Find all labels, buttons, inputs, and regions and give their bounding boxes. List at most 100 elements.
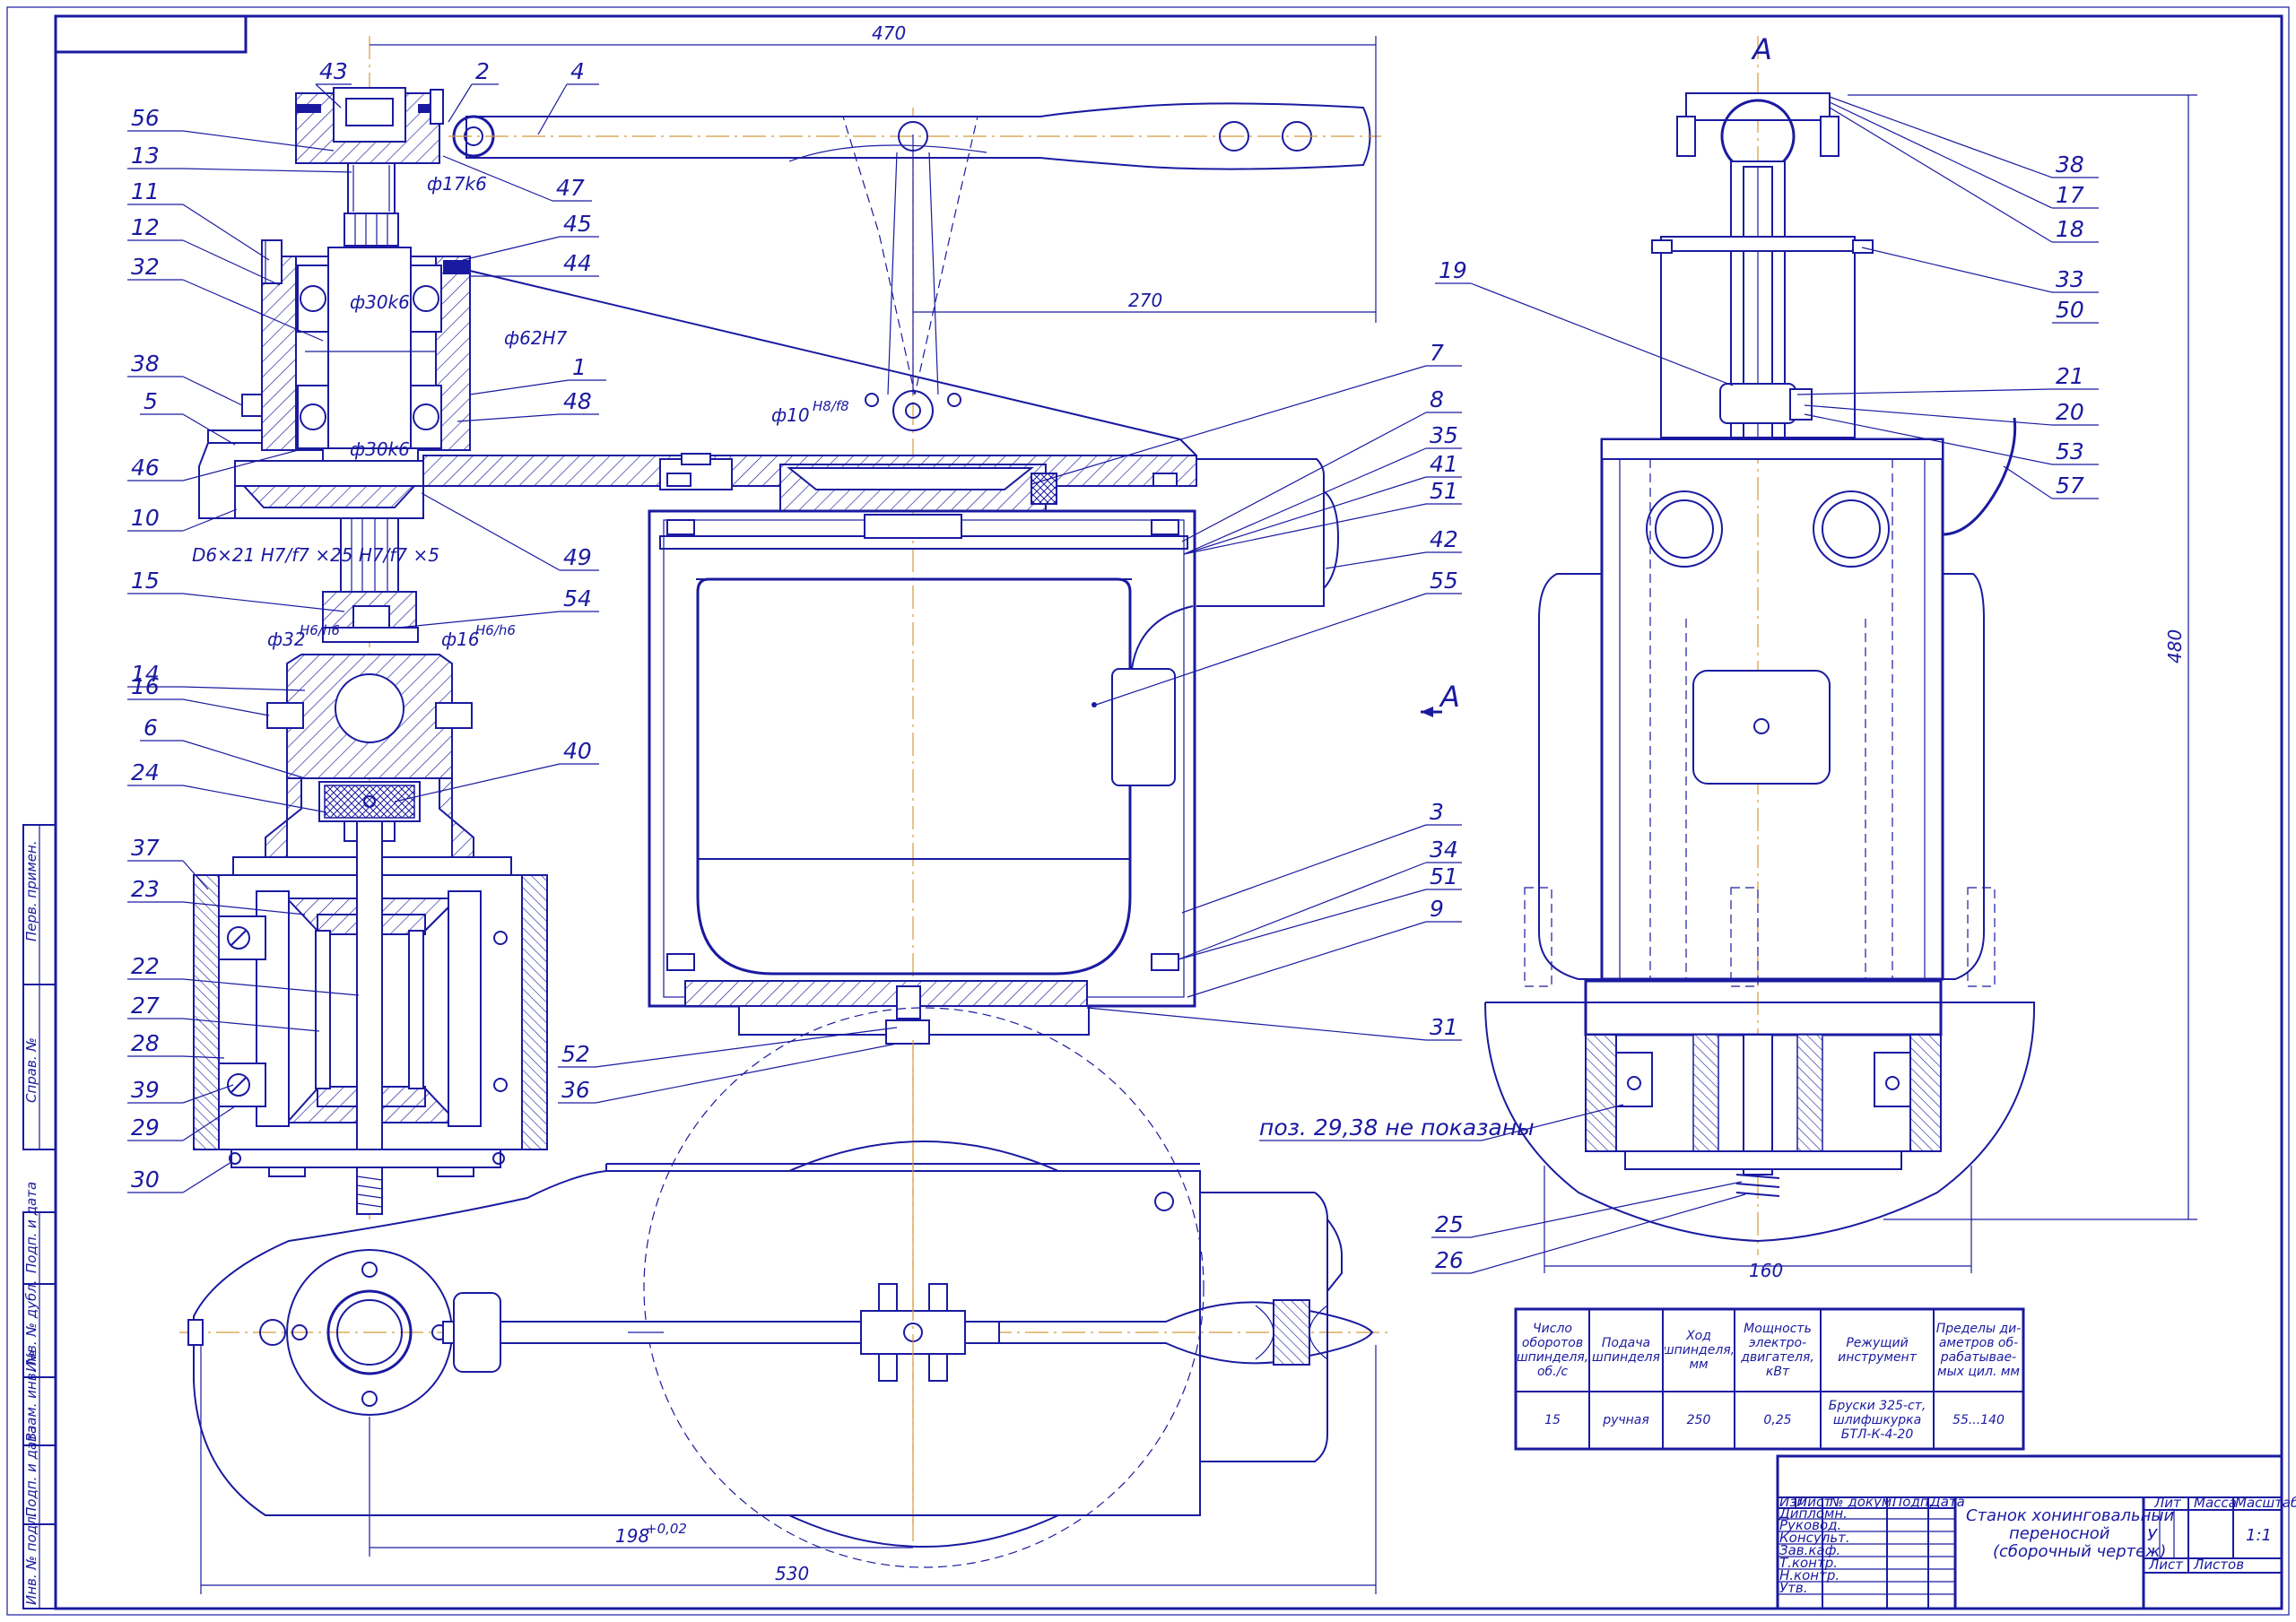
position-callout-top-3: 47 xyxy=(556,175,585,201)
tb-title-2: переносной xyxy=(2009,1524,2110,1543)
tb-col-sign: Подп. xyxy=(1892,1494,1933,1510)
callout-leader xyxy=(182,130,335,152)
position-callout-middle-1: 8 xyxy=(1430,386,1444,412)
callout-leader xyxy=(1086,1007,1427,1041)
spec-header-stroke: Ход шпинделя, мм xyxy=(1665,1329,1733,1372)
callout-leader xyxy=(1325,551,1427,569)
callout-leader xyxy=(1183,503,1427,555)
stamp-repl-inv: Взам. инв. № xyxy=(23,1350,39,1442)
tb-col-doc: № докум. xyxy=(1829,1494,1896,1510)
spec-value-power: 0,25 xyxy=(1763,1413,1792,1427)
position-callout-left-2: 11 xyxy=(131,178,160,204)
position-callout-left-13: 24 xyxy=(131,759,160,785)
dim-phi10: ф10 xyxy=(771,404,810,426)
position-callout-left-17: 27 xyxy=(131,993,160,1019)
callout-leader xyxy=(182,1161,232,1193)
position-callout-left-10: 14 xyxy=(131,661,160,687)
position-callout-left-3: 12 xyxy=(131,214,160,240)
callout-leader xyxy=(182,413,236,446)
callout-leader xyxy=(182,376,243,406)
tb-mass-label: Масса xyxy=(2194,1495,2237,1511)
position-callout-right-3: 33 xyxy=(2056,266,2084,292)
dim-phi62: ф62H7 xyxy=(504,327,568,349)
callout-leader xyxy=(1187,921,1427,998)
tb-sheets-label: Листов xyxy=(2193,1557,2244,1573)
tb-col-date: Дата xyxy=(1929,1494,1965,1510)
plan-view xyxy=(179,1007,1388,1568)
dim-530: 530 xyxy=(775,1563,809,1584)
callout-leader xyxy=(182,204,270,261)
callout-leader xyxy=(1804,404,2053,426)
position-callout-left-21: 30 xyxy=(131,1167,160,1193)
tb-sheet-label: Лист xyxy=(2148,1557,2184,1573)
position-callout-left-7: 46 xyxy=(131,455,160,481)
dim-phi10-fit: H8/f8 xyxy=(813,398,849,414)
callout-leader xyxy=(1829,101,2053,209)
position-callout-right-6: 21 xyxy=(2056,363,2084,389)
tb-role-7: Утв. xyxy=(1779,1580,1808,1596)
tb-scale-label: Масштаб xyxy=(2235,1495,2296,1511)
dim-phi32-fit: H6/h6 xyxy=(300,622,340,638)
callout-leader xyxy=(457,413,561,422)
position-callout-top-9: 54 xyxy=(563,585,592,612)
position-callout-right-0: 38 xyxy=(2056,152,2084,178)
callout-leader xyxy=(182,508,238,532)
callout-leader xyxy=(1804,413,2053,465)
callout-leader xyxy=(182,593,345,612)
callout-leader xyxy=(1178,889,1427,960)
stamp-first-use: Перв. примен. xyxy=(23,840,39,941)
tb-role-3: Консульт. xyxy=(1779,1530,1850,1546)
position-callout-middle-8: 34 xyxy=(1430,837,1458,863)
callout-leader xyxy=(421,492,561,571)
position-callout-top-4: 45 xyxy=(563,211,592,237)
position-callout-top-6: 1 xyxy=(572,354,587,380)
section-label-a: A xyxy=(1751,32,1772,66)
tb-col-list: Лист xyxy=(1796,1494,1832,1510)
position-callout-middle-4: 51 xyxy=(1430,478,1458,504)
callout-leader xyxy=(1829,96,2053,178)
callout-leader xyxy=(182,785,327,813)
callout-leader xyxy=(315,83,342,108)
spec-value-feed: ручная xyxy=(1603,1413,1649,1427)
callout-leader xyxy=(595,1027,898,1068)
callout-leader xyxy=(1470,282,1734,386)
stamp-sign-date-2: Подп. и дата xyxy=(23,1426,39,1517)
callout-leader xyxy=(1181,824,1427,914)
title-block: Изм Лист № докум. Подп. Дата Дипломн. Ру… xyxy=(1776,1454,2296,1610)
tb-lit-value: У xyxy=(2147,1526,2158,1545)
spec-value-rpm: 15 xyxy=(1544,1413,1561,1427)
callout-leader xyxy=(182,279,324,342)
callout-leader xyxy=(182,168,352,173)
stamp-dup-inv: Инв. № дубл. xyxy=(23,1279,39,1372)
dim-270: 270 xyxy=(1128,290,1162,311)
spec-value-tool: Бруски 325-ст, шлифшкурка БТЛ-К-4-20 xyxy=(1828,1399,1926,1442)
dim-phi16: ф16 xyxy=(441,629,480,650)
callout-leader xyxy=(182,740,306,779)
view-arrow-label-a: A xyxy=(1439,680,1460,714)
tb-col-izm: Изм xyxy=(1779,1494,1807,1510)
dim-160: 160 xyxy=(1749,1260,1783,1281)
sheet-frame xyxy=(6,6,2290,1616)
callout-leader xyxy=(182,901,306,915)
dim-spline: D6×21 H7/f7 ×25 H7/f7 ×5 xyxy=(192,544,439,566)
position-callout-right-9: 57 xyxy=(2056,473,2084,499)
front-view xyxy=(193,36,1381,1524)
stamp-orig-inv: Инв. № подл. xyxy=(23,1513,39,1605)
callout-leader xyxy=(182,1106,236,1141)
callout-leader xyxy=(182,978,360,996)
tb-role-1: Дипломн. xyxy=(1779,1505,1848,1522)
callout-leader xyxy=(182,447,306,481)
position-callout-left-11: 16 xyxy=(131,673,160,699)
position-callout-middle-11: 31 xyxy=(1430,1014,1458,1040)
tb-role-4: Зав.каф. xyxy=(1779,1542,1840,1558)
callout-leader xyxy=(182,860,209,890)
dim-198-tol: +0,02 xyxy=(646,1521,687,1537)
tb-title-1: Станок хонинговальный xyxy=(1966,1506,2175,1525)
position-callout-left-6: 5 xyxy=(144,388,158,414)
position-callout-left-14: 37 xyxy=(131,835,160,861)
callout-leader xyxy=(1861,247,2053,293)
callout-leader xyxy=(182,698,270,716)
callout-leader xyxy=(394,763,561,802)
tb-lit-label: Лит xyxy=(2153,1495,2182,1511)
tb-scale-value: 1:1 xyxy=(2246,1526,2272,1545)
